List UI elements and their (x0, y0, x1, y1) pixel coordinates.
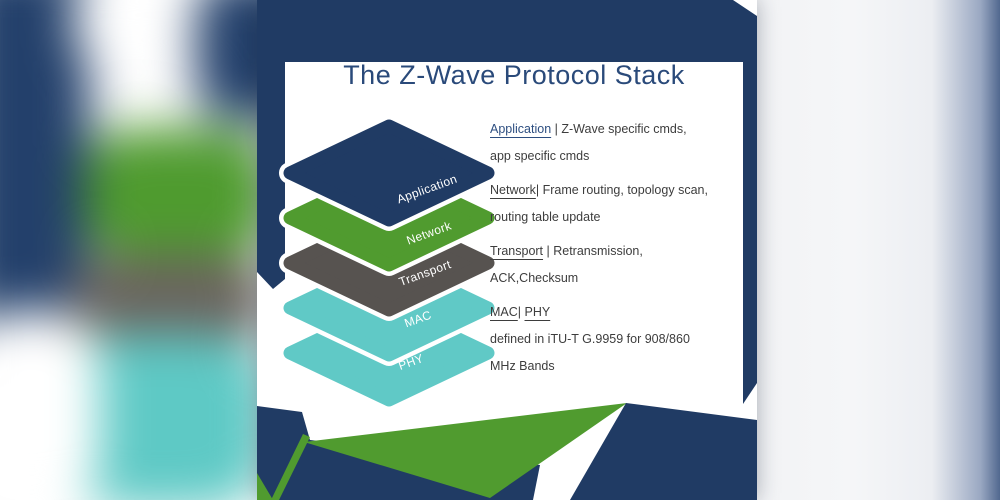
blur-blob-navy (195, 0, 258, 120)
bottom-green-sliver (271, 434, 310, 500)
background-blur-right (756, 0, 1000, 500)
bottom-navy-right (570, 403, 757, 500)
bottom-green-triangle (304, 403, 627, 498)
annotation-text: Frame routing, topology scan, (542, 183, 708, 197)
blur-blob-green (85, 128, 258, 260)
slide-card: PHY MAC Transport Network Application (257, 0, 757, 500)
annotations-column: Application | Z-Wave specific cmds, app … (490, 116, 746, 387)
separator: | (551, 122, 562, 136)
annotation-line: ACK,Checksum (490, 271, 579, 285)
bottom-green-corner (257, 473, 273, 500)
term-phy: PHY (524, 305, 551, 319)
layer-application: Application (279, 115, 499, 231)
separator: | (535, 183, 543, 197)
annotation-application: Application | Z-Wave specific cmds, app … (490, 116, 746, 170)
frame-shape (257, 0, 757, 404)
annotation-line: routing table update (490, 210, 601, 224)
annotation-line: Application | Z-Wave specific cmds, (490, 116, 746, 143)
separator: | (517, 305, 525, 319)
background-blobs (0, 0, 258, 500)
annotation-text: Z-Wave specific cmds, (561, 122, 687, 136)
page-title: The Z-Wave Protocol Stack (343, 60, 685, 90)
annotation-line: Network| Frame routing, topology scan, (490, 177, 746, 204)
annotation-line: defined in iTU-T G.9959 for 908/860 (490, 332, 690, 346)
annotation-transport: Transport | Retransmission, ACK,Checksum (490, 238, 746, 292)
term-network: Network (490, 183, 536, 197)
annotation-line: MAC| PHY (490, 299, 746, 326)
annotation-mac-phy: MAC| PHY defined in iTU-T G.9959 for 908… (490, 299, 746, 380)
term-mac: MAC (490, 305, 518, 319)
annotation-line: MHz Bands (490, 359, 555, 373)
slide-graphics: PHY MAC Transport Network Application (257, 0, 757, 500)
separator: | (543, 244, 554, 258)
annotation-line: app specific cmds (490, 149, 590, 163)
annotation-network: Network| Frame routing, topology scan, r… (490, 177, 746, 231)
blur-blob-gray (72, 255, 258, 343)
annotation-line: Transport | Retransmission, (490, 238, 746, 265)
annotation-text: Retransmission, (553, 244, 643, 258)
term-application: Application (490, 122, 552, 136)
term-transport: Transport (490, 244, 544, 258)
background-blur-left (0, 0, 258, 500)
blur-blob-white (0, 312, 100, 500)
